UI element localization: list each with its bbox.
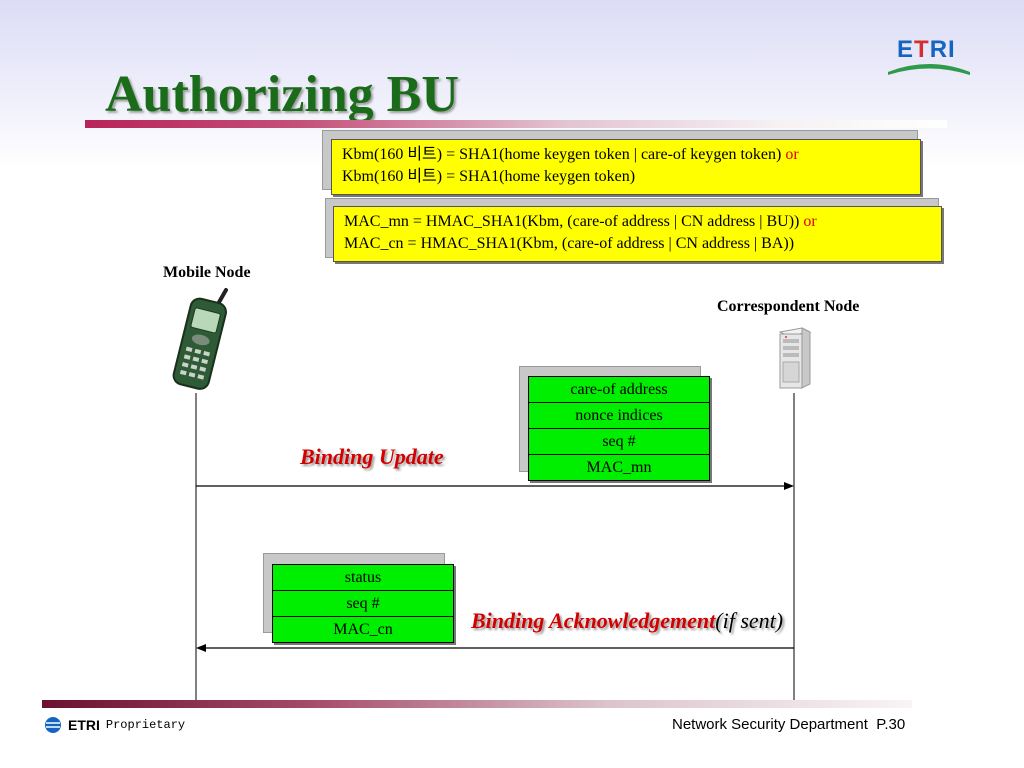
server-icon bbox=[774, 326, 812, 390]
footer-bar bbox=[42, 700, 912, 708]
title-underline bbox=[85, 120, 947, 128]
binding-ack-arrow bbox=[196, 644, 794, 652]
footer-department: Network Security Department bbox=[672, 716, 868, 733]
formula-box-1: Kbm(160 비트) = SHA1(home keygen token | c… bbox=[331, 139, 921, 195]
footer-page-info: Network Security Department P.30 bbox=[672, 716, 905, 733]
binding-ack-suffix: (if sent) bbox=[715, 608, 784, 633]
bu-field: nonce indices bbox=[529, 403, 709, 429]
etri-logo bbox=[886, 38, 972, 76]
formula-2-line-1: MAC_mn = HMAC_SHA1(Kbm, (care-of address… bbox=[344, 211, 931, 233]
binding-ack-label-text: Binding Acknowledgement bbox=[471, 608, 716, 633]
etri-logo-arc-icon bbox=[888, 64, 970, 75]
footer-brand-name: ETRI bbox=[68, 717, 100, 733]
bu-fields-table: care-of address nonce indices seq # MAC_… bbox=[528, 376, 710, 481]
mobile-phone-icon bbox=[168, 288, 234, 392]
bu-field: care-of address bbox=[529, 377, 709, 403]
formula-1-line-1: Kbm(160 비트) = SHA1(home keygen token | c… bbox=[342, 144, 910, 166]
binding-update-label: Binding Update bbox=[300, 444, 444, 469]
formula-2-line-1-text: MAC_mn = HMAC_SHA1(Kbm, (care-of address… bbox=[344, 213, 804, 230]
ba-field: MAC_cn bbox=[333, 621, 393, 638]
ba-field: seq # bbox=[273, 591, 453, 617]
formula-2-line-2: MAC_cn = HMAC_SHA1(Kbm, (care-of address… bbox=[344, 235, 795, 252]
formula-1-or: or bbox=[785, 146, 799, 163]
bu-field: seq # bbox=[529, 429, 709, 455]
footer-brand: ETRI Proprietary bbox=[44, 716, 185, 734]
ba-fields-table: status seq # MAC_cn bbox=[272, 564, 454, 643]
binding-ack-label: Binding Acknowledgement(if sent) bbox=[471, 608, 783, 634]
binding-update-arrow bbox=[196, 482, 794, 490]
logo-letter-t: T bbox=[914, 36, 930, 63]
mobile-node-label: Mobile Node bbox=[163, 264, 251, 281]
formula-1-line-1-text: Kbm(160 비트) = SHA1(home keygen token | c… bbox=[342, 146, 786, 163]
bu-field: MAC_mn bbox=[586, 459, 652, 476]
footer-page-number: P.30 bbox=[876, 716, 906, 733]
correspondent-node-label: Correspondent Node bbox=[717, 298, 860, 315]
formula-1-line-2: Kbm(160 비트) = SHA1(home keygen token) bbox=[342, 168, 636, 185]
logo-letter-e: E bbox=[897, 36, 915, 63]
slide-title: Authorizing BU bbox=[105, 66, 459, 123]
ba-field: status bbox=[273, 565, 453, 591]
formula-2-or: or bbox=[803, 213, 817, 230]
formula-box-2: MAC_mn = HMAC_SHA1(Kbm, (care-of address… bbox=[333, 206, 942, 262]
footer-proprietary: Proprietary bbox=[105, 718, 186, 732]
etri-globe-icon bbox=[45, 717, 61, 733]
logo-letters-ri: RI bbox=[929, 36, 956, 63]
etri-logo-text: ETRI bbox=[897, 36, 956, 64]
